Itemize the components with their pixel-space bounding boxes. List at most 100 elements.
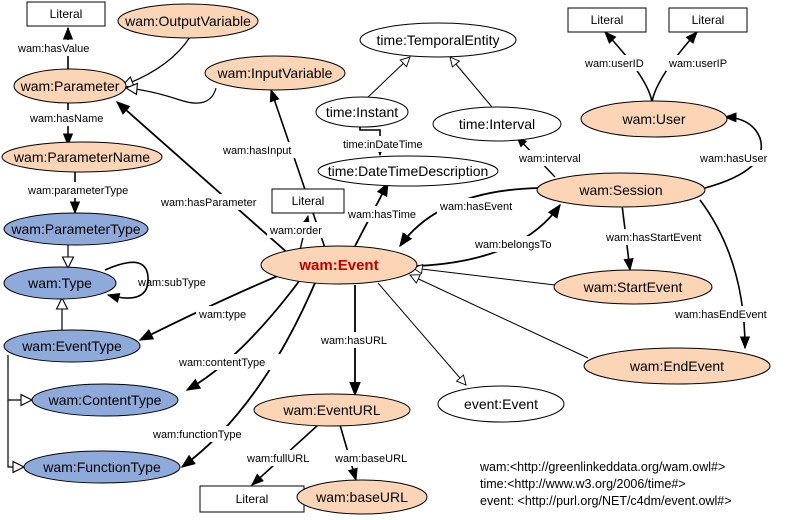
label-has-user: wam:hasUser [699, 153, 768, 165]
label-interval: wam:interval [518, 153, 581, 165]
edge-type [138, 271, 288, 341]
edge-outputvariable-subclass [122, 36, 191, 86]
node-type: wam:Type [3, 266, 117, 300]
node-literal-user-id: Literal [567, 7, 647, 33]
nodes: Literal wam:OutputVariable wam:Parameter… [1, 1, 771, 515]
label-has-value: wam:hasValue [17, 43, 89, 55]
node-event: wam:Event [260, 245, 418, 285]
node-event-url: wam:EventURL [253, 393, 411, 427]
label-content-type: wam:contentType [178, 357, 265, 369]
svg-text:Literal: Literal [50, 7, 83, 21]
svg-text:event:Event: event:Event [464, 396, 538, 412]
edge-inputvariable-subclass [126, 88, 217, 104]
edge-contenttype-subclass [7, 355, 32, 400]
edge-instant-subclass [364, 57, 410, 101]
svg-text:Literal: Literal [591, 13, 624, 27]
edge-has-end-event [699, 199, 751, 350]
namespace-event: event: <http://purl.org/NET/c4dm/event.o… [480, 494, 732, 508]
node-date-time-description: time:DateTimeDescription [317, 155, 499, 187]
edge-has-input [269, 88, 326, 249]
svg-text:wam:StartEvent: wam:StartEvent [583, 279, 683, 295]
svg-text:wam:EventType: wam:EventType [21, 338, 122, 354]
label-has-time: wam:hasTime [347, 209, 416, 221]
label-has-url: wam:hasURL [320, 335, 387, 347]
edge-user-ip [651, 31, 698, 103]
edge-functiontype-subclass [7, 400, 24, 467]
label-user-id: wam:userID [584, 58, 644, 70]
node-parameter-type: wam:ParameterType [3, 212, 149, 246]
edge-has-parameter [115, 101, 291, 256]
svg-text:wam:InputVariable: wam:InputVariable [217, 65, 333, 81]
label-has-end-event: wam:hasEndEvent [674, 309, 767, 321]
svg-text:wam:EndEvent: wam:EndEvent [629, 358, 724, 374]
label-has-start-event: wam:hasStartEvent [605, 232, 701, 244]
svg-text:time:TemporalEntity: time:TemporalEntity [377, 32, 500, 48]
edge-startevent-subclass [413, 268, 556, 286]
label-base-url: wam:baseURL [334, 453, 407, 465]
label-has-name: wam:hasName [29, 113, 103, 125]
label-full-url: wam:fullURL [246, 453, 309, 465]
label-user-ip: wam:userIP [668, 58, 727, 70]
node-session: wam:Session [536, 172, 706, 208]
node-parameter: wam:Parameter [13, 68, 127, 104]
svg-text:wam:ContentType: wam:ContentType [48, 392, 162, 408]
label-has-parameter: wam:hasParameter [160, 197, 257, 209]
label-type: wam:type [198, 309, 246, 321]
edge-endevent-subclass [410, 275, 589, 359]
node-literal-top-left: Literal [26, 1, 106, 27]
node-function-type: wam:FunctionType [23, 450, 181, 484]
svg-text:time:Interval: time:Interval [459, 116, 535, 132]
svg-text:wam:User: wam:User [621, 111, 685, 127]
svg-text:Literal: Literal [692, 13, 725, 27]
node-literal-user-ip: Literal [668, 7, 748, 33]
node-output-variable: wam:OutputVariable [117, 3, 259, 39]
svg-text:wam:OutputVariable: wam:OutputVariable [124, 13, 251, 29]
node-user: wam:User [580, 100, 728, 138]
svg-text:wam:EventURL: wam:EventURL [282, 402, 380, 418]
label-has-input: wam:hasInput [222, 145, 291, 157]
label-sub-type: wam:subType [137, 277, 206, 289]
node-parameter-name: wam:ParameterName [1, 141, 163, 173]
edge-function-type [180, 282, 316, 468]
node-temporal-entity: time:TemporalEntity [359, 22, 517, 58]
svg-text:wam:Parameter: wam:Parameter [20, 78, 120, 94]
node-end-event: wam:EndEvent [583, 347, 771, 385]
label-in-date-time: time:inDateTime [343, 139, 423, 151]
node-input-variable: wam:InputVariable [204, 55, 346, 91]
edge-interval-subclass [450, 57, 498, 114]
edge-labels: wam:hasValue wam:hasName wam:parameterTy… [15, 40, 776, 466]
node-event-event: event:Event [437, 385, 565, 423]
svg-text:wam:Session: wam:Session [578, 182, 662, 198]
edge-content-type [185, 279, 301, 391]
svg-text:wam:baseURL: wam:baseURL [315, 489, 408, 505]
namespace-wam: wam:<http://greenlinkeddata.org/wam.owl#… [479, 460, 725, 474]
edge-belongs-to [414, 203, 561, 267]
svg-text:wam:ParameterType: wam:ParameterType [10, 221, 140, 237]
edge-user-id [604, 31, 653, 103]
svg-text:wam:Type: wam:Type [27, 275, 92, 291]
node-start-event: wam:StartEvent [553, 269, 713, 305]
node-literal-bottom: Literal [199, 485, 305, 513]
svg-text:wam:ParameterName: wam:ParameterName [13, 149, 150, 165]
namespace-legend: wam:<http://greenlinkeddata.org/wam.owl#… [479, 460, 732, 508]
node-base-url: wam:baseURL [296, 479, 428, 515]
svg-text:time:DateTimeDescription: time:DateTimeDescription [328, 163, 489, 179]
node-content-type: wam:ContentType [31, 383, 179, 417]
svg-text:Literal: Literal [236, 492, 269, 506]
node-literal-order: Literal [271, 188, 345, 214]
svg-text:wam:FunctionType: wam:FunctionType [42, 459, 161, 475]
edge-sub-type [104, 261, 149, 303]
svg-text:Literal: Literal [292, 194, 325, 208]
edge-has-user [704, 112, 763, 189]
svg-text:wam:Event: wam:Event [298, 257, 378, 274]
label-parameter-type: wam:parameterType [27, 185, 128, 197]
edge-event-subclass [377, 282, 466, 385]
label-function-type: wam:functionType [152, 429, 242, 441]
namespace-time: time:<http://www.w3.org/2006/time#> [480, 477, 686, 491]
label-belongs-to: wam:belongsTo [474, 239, 551, 251]
svg-text:time:Instant: time:Instant [326, 104, 398, 120]
label-order: wam:order [269, 225, 322, 237]
node-instant: time:Instant [315, 96, 409, 128]
label-has-event: wam:hasEvent [439, 201, 512, 213]
